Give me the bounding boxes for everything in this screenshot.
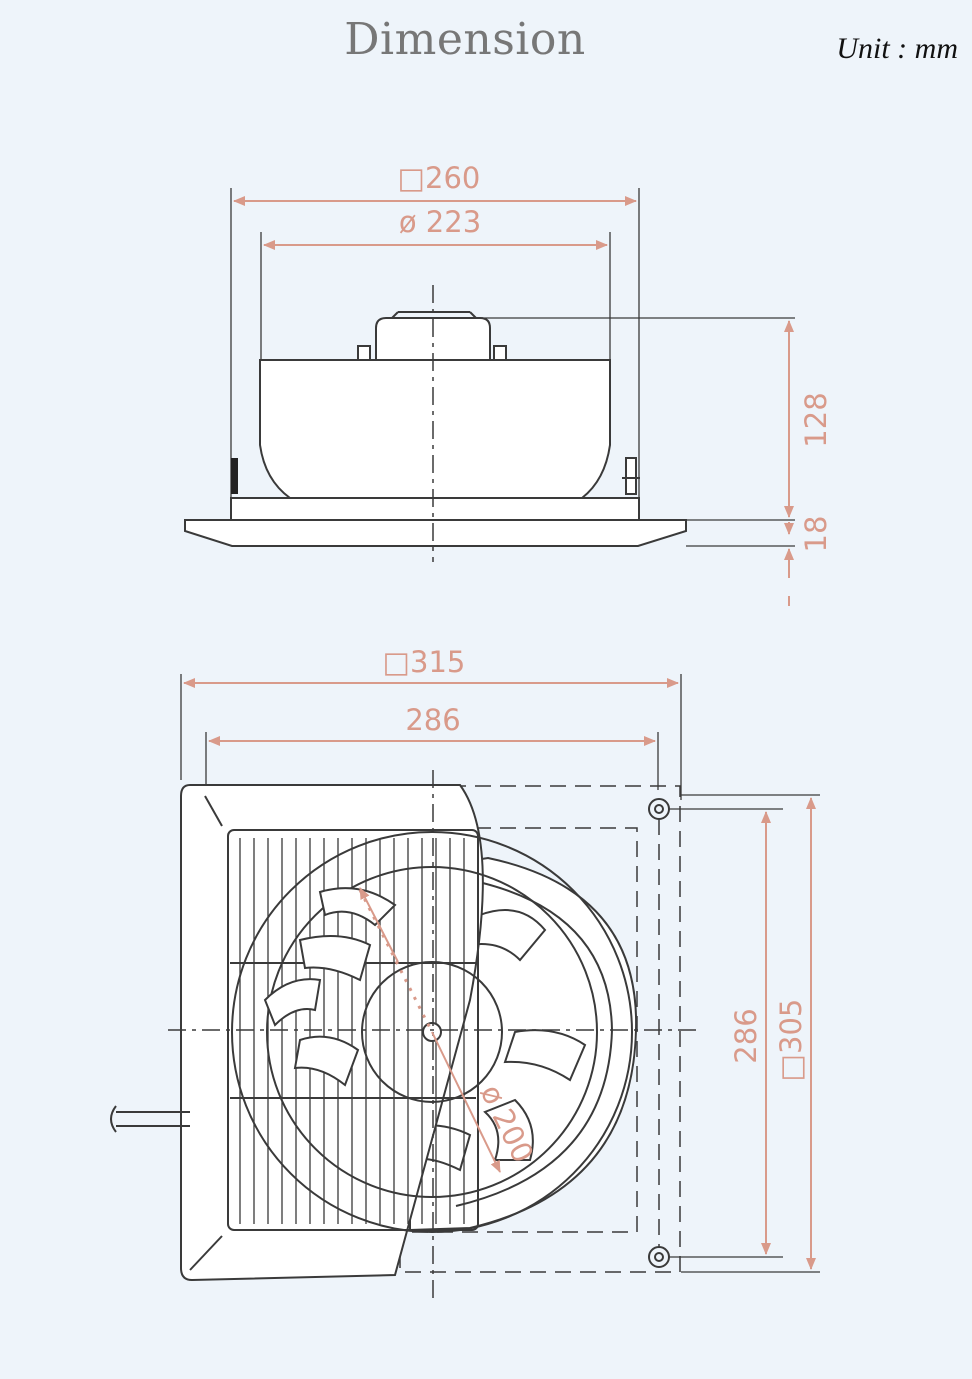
front-view: □315 286 — [110, 645, 820, 1300]
side-outer-width-label: □260 — [398, 161, 481, 195]
body-height-label: 128 — [799, 392, 833, 447]
mount-spacing-label: 286 — [729, 1008, 763, 1063]
side-inner-diameter-label: ø 223 — [399, 205, 481, 239]
unit-label: Unit : mm — [836, 32, 958, 65]
housing-body — [259, 359, 611, 499]
clip-right — [625, 457, 637, 495]
grille-width-label: 286 — [405, 703, 460, 737]
mounting-flange — [230, 497, 640, 521]
side-view: □260 ø 223 128 18 — [184, 161, 833, 606]
fan-ring-outer — [231, 831, 633, 1233]
frame-height-label: □305 — [774, 999, 808, 1082]
page-title: Dimension — [344, 14, 586, 65]
bracket-nut-right — [493, 345, 507, 361]
ceiling-panel — [184, 519, 687, 547]
bracket-nut-left — [357, 345, 371, 361]
clip-left — [231, 458, 238, 494]
panel-width-label: □315 — [383, 645, 466, 679]
panel-thickness-label: 18 — [799, 516, 833, 553]
fan-hub — [361, 961, 503, 1103]
fan-ring-inner — [266, 866, 598, 1198]
